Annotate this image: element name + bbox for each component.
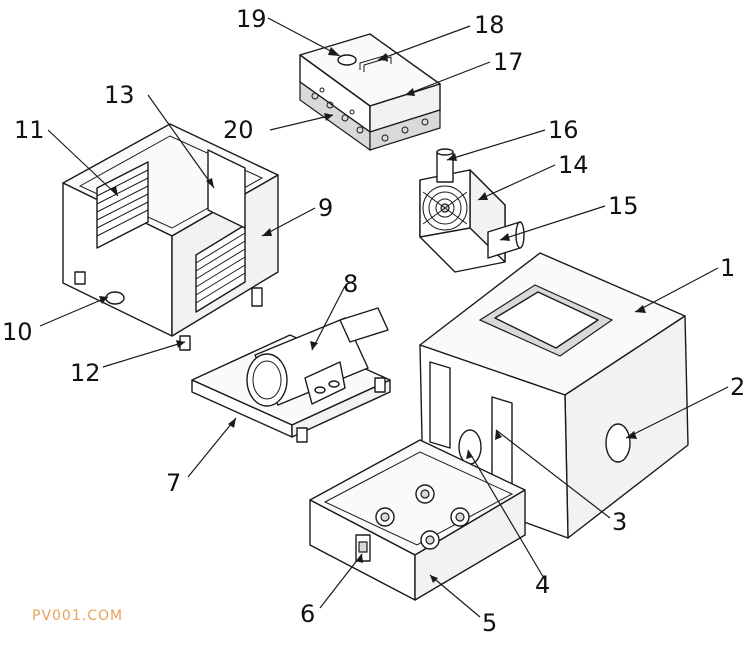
open-box xyxy=(62,123,279,351)
label-10: 10 xyxy=(2,318,33,346)
part-labels: 19 18 17 20 16 14 15 13 11 9 10 12 8 7 1… xyxy=(2,5,745,637)
motor-assembly xyxy=(191,307,391,443)
label-12: 12 xyxy=(70,359,101,387)
label-20: 20 xyxy=(223,116,254,144)
label-9: 9 xyxy=(318,194,333,222)
base-bolts xyxy=(375,484,470,550)
vent-hole xyxy=(337,54,357,66)
motor-shaft xyxy=(339,307,389,343)
label-16: 16 xyxy=(548,116,579,144)
louver-left xyxy=(96,161,149,249)
outlet-hole xyxy=(605,423,631,463)
air-hole xyxy=(458,429,482,465)
side-hole xyxy=(105,291,125,305)
louver-right xyxy=(195,224,246,313)
main-housing xyxy=(309,252,689,601)
label-8: 8 xyxy=(343,270,358,298)
label-19: 19 xyxy=(236,5,267,33)
label-3: 3 xyxy=(612,508,627,536)
label-4: 4 xyxy=(535,571,550,599)
label-14: 14 xyxy=(558,151,589,179)
label-17: 17 xyxy=(493,48,524,76)
label-18: 18 xyxy=(474,11,505,39)
partition-plate xyxy=(207,149,246,229)
label-1: 1 xyxy=(720,254,735,282)
label-2: 2 xyxy=(730,373,745,401)
label-13: 13 xyxy=(104,81,135,109)
label-5: 5 xyxy=(482,609,497,637)
label-7: 7 xyxy=(166,469,181,497)
label-15: 15 xyxy=(608,192,639,220)
watermark-text: PV001.COM xyxy=(32,608,124,624)
label-11: 11 xyxy=(14,116,45,144)
top-cover-block xyxy=(299,33,441,152)
inlet-pipe xyxy=(436,151,454,183)
leader-lines xyxy=(39,17,729,618)
label-6: 6 xyxy=(300,600,315,628)
fan-assembly xyxy=(419,148,525,273)
